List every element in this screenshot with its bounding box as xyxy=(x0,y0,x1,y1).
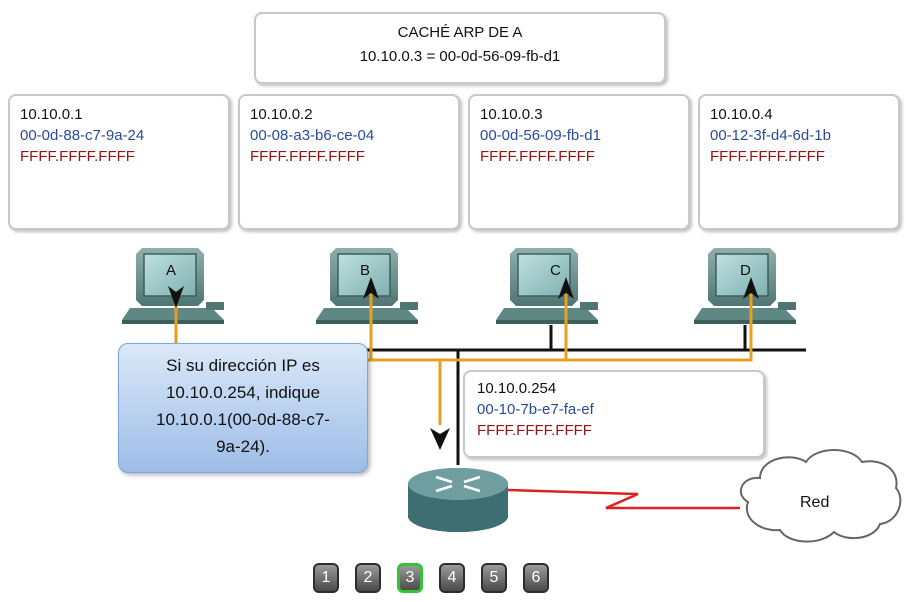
callout-line: Si su dirección IP es xyxy=(166,356,320,375)
pc-c-icon[interactable] xyxy=(495,247,599,325)
arp-cache-entry: 10.10.0.3 = 00-0d-56-09-fb-d1 xyxy=(359,48,561,65)
host-b-ip: 10.10.0.2 xyxy=(250,106,313,123)
host-d-mac: 00-12-3f-d4-6d-1b xyxy=(710,127,831,144)
arrow-heads xyxy=(168,277,759,450)
cloud-icon xyxy=(739,449,902,543)
step-6-button[interactable]: 6 xyxy=(523,563,549,593)
host-d-info-panel: 10.10.0.4 00-12-3f-d4-6d-1b FFFF.FFFF.FF… xyxy=(698,94,900,230)
router-ip: 10.10.0.254 xyxy=(477,380,557,397)
host-d-ip: 10.10.0.4 xyxy=(710,106,773,123)
callout-line: 9a-24). xyxy=(216,437,270,456)
instruction-callout: Si su dirección IP es 10.10.0.254, indiq… xyxy=(118,343,368,473)
host-a-ip: 10.10.0.1 xyxy=(20,106,83,123)
wan-link xyxy=(507,488,740,510)
network-cloud-label: Red xyxy=(800,494,830,511)
host-c-broadcast: FFFF.FFFF.FFFF xyxy=(480,148,595,165)
callout-line: 10.10.0.254, indique xyxy=(165,383,321,402)
pc-a-label: A xyxy=(166,262,177,279)
arrow-up-icon xyxy=(363,277,379,299)
router-icon[interactable] xyxy=(408,468,508,532)
host-c-info-panel: 10.10.0.3 00-0d-56-09-fb-d1 FFFF.FFFF.FF… xyxy=(468,94,690,230)
step-3-button[interactable]: 3 xyxy=(397,563,423,593)
arp-cache-title: CACHÉ ARP DE A xyxy=(397,24,523,41)
host-a-mac: 00-0d-88-c7-9a-24 xyxy=(20,127,145,144)
pc-a-icon[interactable] xyxy=(121,247,225,325)
arrow-down-icon xyxy=(168,286,184,308)
host-b-info-panel: 10.10.0.2 00-08-a3-b6-ce-04 FFFF.FFFF.FF… xyxy=(238,94,460,230)
router-broadcast: FFFF.FFFF.FFFF xyxy=(477,422,592,439)
host-d-broadcast: FFFF.FFFF.FFFF xyxy=(710,148,825,165)
arrow-down-icon xyxy=(430,428,450,450)
arp-cache-panel: CACHÉ ARP DE A 10.10.0.3 = 00-0d-56-09-f… xyxy=(254,12,666,84)
step-2-button[interactable]: 2 xyxy=(355,563,381,593)
host-c-mac: 00-0d-56-09-fb-d1 xyxy=(480,127,601,144)
callout-line: 10.10.0.1(00-0d-88-c7- xyxy=(156,410,330,429)
pc-c-label: C xyxy=(550,262,561,279)
pc-d-label: D xyxy=(740,262,751,279)
host-b-mac: 00-08-a3-b6-ce-04 xyxy=(250,127,375,144)
step-5-button[interactable]: 5 xyxy=(481,563,507,593)
router-info-panel: 10.10.0.254 00-10-7b-e7-fa-ef FFFF.FFFF.… xyxy=(463,370,765,458)
router-mac: 00-10-7b-e7-fa-ef xyxy=(477,401,594,418)
host-c-ip: 10.10.0.3 xyxy=(480,106,543,123)
host-b-broadcast: FFFF.FFFF.FFFF xyxy=(250,148,365,165)
host-a-info-panel: 10.10.0.1 00-0d-88-c7-9a-24 FFFF.FFFF.FF… xyxy=(8,94,230,230)
pc-d-icon[interactable] xyxy=(693,247,797,325)
pc-b-icon[interactable] xyxy=(315,247,419,325)
host-a-broadcast: FFFF.FFFF.FFFF xyxy=(20,148,135,165)
pc-b-label: B xyxy=(360,262,371,279)
step-1-button[interactable]: 1 xyxy=(313,563,339,593)
arrow-up-icon xyxy=(558,277,574,299)
step-4-button[interactable]: 4 xyxy=(439,563,465,593)
arrow-up-icon xyxy=(743,277,759,299)
